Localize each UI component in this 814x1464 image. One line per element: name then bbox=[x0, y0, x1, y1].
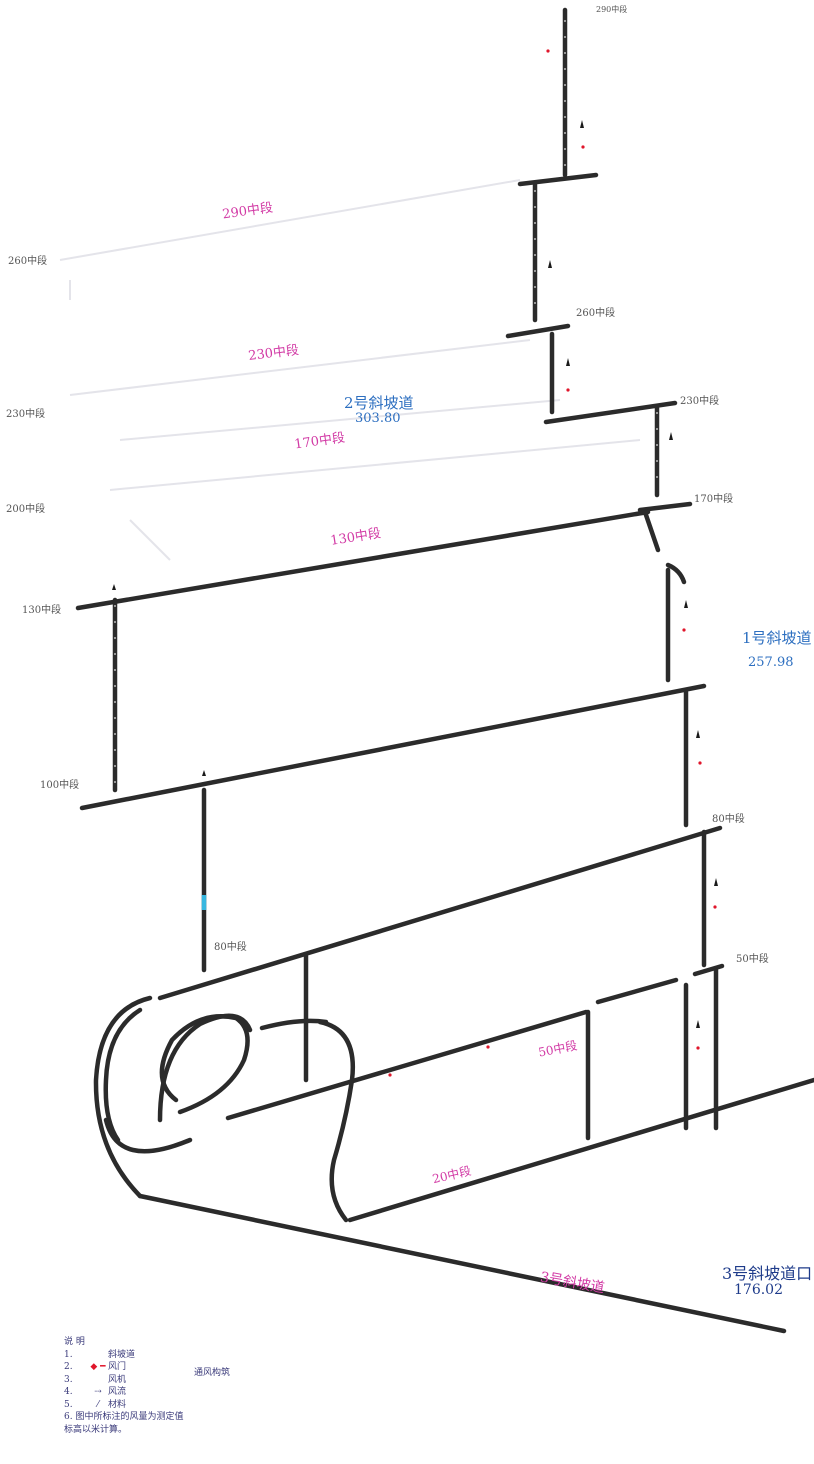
arrow bbox=[669, 432, 673, 440]
level-label: 230中段 bbox=[680, 396, 720, 407]
level-label: 50中段 bbox=[736, 954, 769, 965]
arrow bbox=[684, 600, 688, 608]
level-label: 290中段 bbox=[596, 5, 628, 14]
marker bbox=[713, 905, 717, 909]
airflow-arrows bbox=[112, 120, 718, 1028]
arrow bbox=[112, 584, 116, 590]
arrow bbox=[548, 260, 552, 268]
ramp3-line bbox=[137, 1193, 787, 1334]
level-label: 260中段 bbox=[576, 308, 616, 319]
legend-item: 5.⁄材料 bbox=[64, 1399, 127, 1410]
arrow bbox=[714, 878, 718, 886]
legend-note: 标高以米计算。 bbox=[64, 1424, 128, 1435]
marker bbox=[581, 145, 585, 149]
legend-item: 3.风机 通风构筑 bbox=[64, 1367, 231, 1385]
spiral-loop-2 bbox=[157, 1013, 253, 1123]
bend-170 bbox=[642, 509, 661, 553]
rail-marks bbox=[114, 20, 658, 785]
marker bbox=[388, 1073, 392, 1077]
marker bbox=[696, 1046, 700, 1050]
level-label: 130中段 bbox=[22, 605, 62, 616]
drift-170 bbox=[75, 509, 651, 611]
drift-230 bbox=[543, 400, 678, 425]
spiral-loop-5 bbox=[103, 1117, 193, 1154]
legend-item: 1.斜坡道 bbox=[64, 1349, 136, 1360]
ramp-bend bbox=[665, 562, 687, 585]
legend-bracket-label: 通风构筑 bbox=[194, 1367, 231, 1378]
drift-80c bbox=[692, 963, 725, 977]
level-label: 80中段 bbox=[712, 814, 745, 825]
arrow bbox=[696, 1020, 700, 1028]
legend-title: 说 明 bbox=[64, 1337, 85, 1347]
ramp3-portal-value: 176.02 bbox=[734, 1282, 783, 1298]
arrow bbox=[580, 120, 584, 128]
ramp2-name: 2号斜坡道 bbox=[344, 394, 414, 412]
spiral-outer-2 bbox=[103, 1007, 143, 1143]
marker bbox=[486, 1045, 490, 1049]
level-label: 100中段 bbox=[40, 780, 80, 791]
spiral-loop-4 bbox=[317, 1019, 356, 1223]
drift-50 bbox=[347, 1077, 814, 1223]
legend-item: 2.◆ ━风门 bbox=[64, 1362, 127, 1372]
marker bbox=[566, 388, 570, 392]
arrow bbox=[566, 358, 570, 366]
legend-item: 4.⇢风流 bbox=[64, 1387, 127, 1397]
tunnel-network bbox=[75, 7, 814, 1334]
level-label: 260中段 bbox=[8, 256, 48, 267]
level-label: 200中段 bbox=[6, 504, 46, 515]
drift-130 bbox=[79, 683, 707, 811]
ghost-drifts bbox=[59, 179, 641, 561]
ramp1-name: 1号斜坡道 bbox=[742, 629, 812, 647]
spiral-loop-1 bbox=[159, 1014, 250, 1115]
drift-80a bbox=[225, 1009, 589, 1121]
level-label: 230中段 bbox=[6, 409, 46, 420]
legend: 说 明 1.斜坡道 2.◆ ━风门 3.风机 通风构筑 4.⇢风流 5.⁄材料 … bbox=[64, 1336, 364, 1436]
drift-80b bbox=[595, 977, 679, 1005]
marker bbox=[698, 761, 702, 765]
ramp2-value: 303.80 bbox=[355, 411, 401, 426]
spiral-outer bbox=[93, 995, 153, 1199]
drift-200 bbox=[637, 501, 693, 513]
drift-260 bbox=[505, 323, 571, 339]
marker bbox=[546, 49, 550, 53]
ramp3-portal-name: 3号斜坡道口 bbox=[722, 1264, 813, 1283]
marker bbox=[682, 628, 686, 632]
ramp1-value: 257.98 bbox=[748, 655, 794, 670]
spiral-loop-3 bbox=[259, 1018, 329, 1031]
drift-100 bbox=[157, 825, 723, 1001]
arrow bbox=[202, 770, 206, 776]
drift-290 bbox=[517, 172, 599, 187]
red-markers bbox=[388, 49, 717, 1077]
arrow bbox=[696, 730, 700, 738]
legend-note: 6. 图中所标注的风量为测定值 bbox=[64, 1412, 184, 1422]
level-label: 170中段 bbox=[694, 494, 734, 505]
level-label: 80中段 bbox=[214, 942, 247, 953]
